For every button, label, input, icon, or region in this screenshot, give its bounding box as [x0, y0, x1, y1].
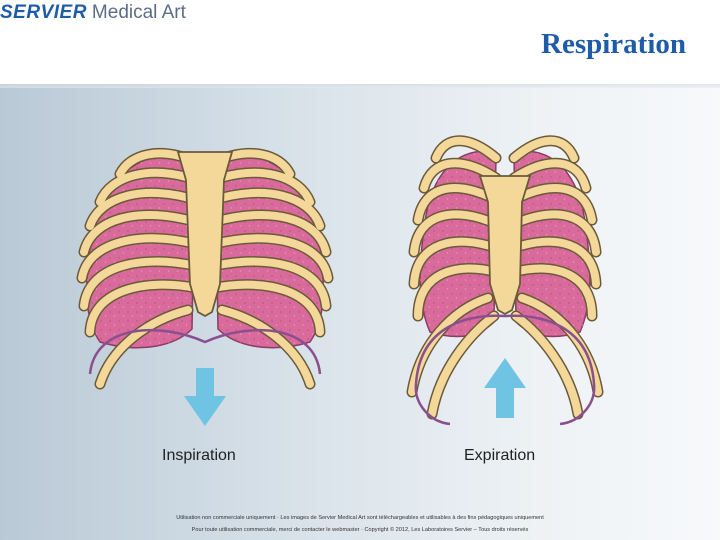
right-diaphragm — [414, 314, 596, 426]
page-title: Respiration — [541, 28, 686, 60]
arrow-up-icon — [484, 358, 526, 418]
right-sternum — [478, 175, 532, 316]
arrow-down-icon — [184, 368, 226, 426]
logo-suffix: Medical Art — [91, 2, 186, 23]
expiration-ribcage — [406, 135, 604, 426]
left-diaphragm — [88, 328, 322, 375]
left-sternum — [176, 151, 234, 318]
inspiration-label: Inspiration — [162, 447, 236, 464]
servier-logo: SERVIER Medical Art — [0, 2, 186, 24]
right-diaphragm-left-arc — [414, 383, 451, 426]
footer-copyright-line: Pour toute utilisation commerciale, merc… — [191, 527, 529, 533]
ribcage-illustration — [76, 135, 604, 426]
expiration-label: Expiration — [464, 447, 536, 464]
logo-brand: SERVIER — [0, 2, 87, 23]
header: SERVIER Medical Art Respiration — [0, 0, 720, 84]
header-divider — [0, 84, 720, 88]
inspiration-ribcage — [76, 148, 334, 426]
left-ribs — [76, 148, 334, 390]
footer-license-line: Utilisation non commerciale uniquement ·… — [176, 515, 544, 521]
